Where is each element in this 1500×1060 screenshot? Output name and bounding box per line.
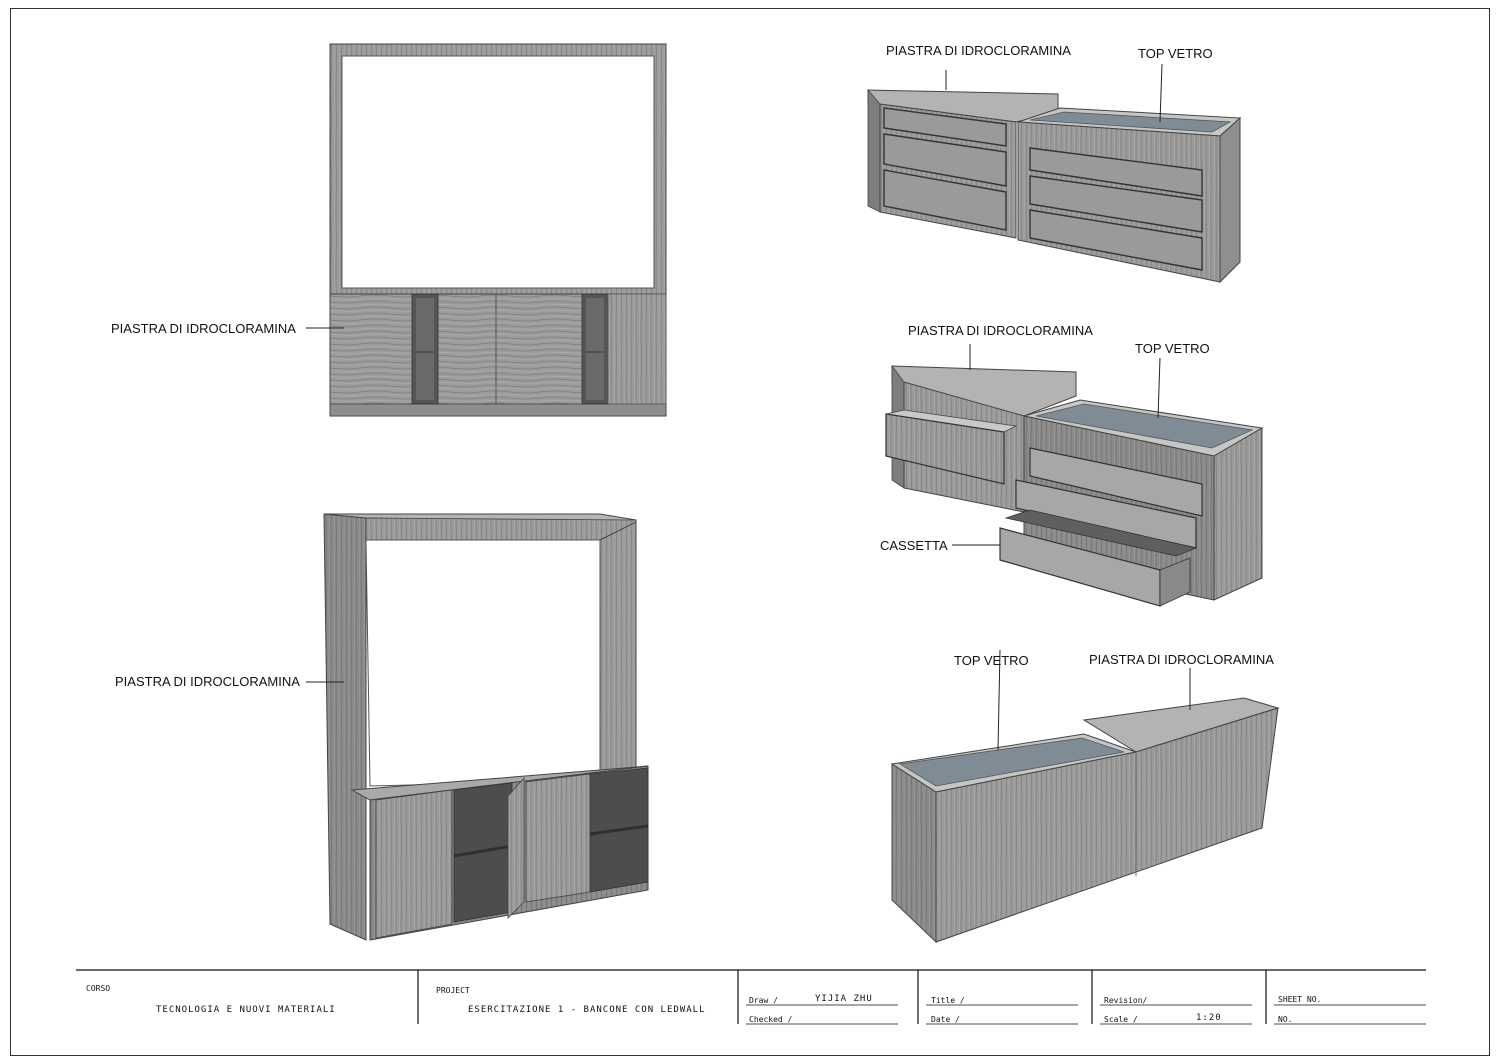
label-perspective-panel: PIASTRA DI IDROCLORAMINA — [115, 674, 300, 689]
label-counter3-panel: PIASTRA DI IDROCLORAMINA — [1089, 652, 1274, 667]
draw-value: YIJIA ZHU — [815, 994, 873, 1004]
label-counter2-panel: PIASTRA DI IDROCLORAMINA — [908, 323, 1093, 338]
number-label: NO. — [1278, 1015, 1293, 1024]
title-block — [76, 969, 1426, 1025]
label-front-panel: PIASTRA DI IDROCLORAMINA — [111, 321, 296, 336]
corso-label: CORSO — [86, 984, 111, 993]
drawing-sheet — [10, 8, 1490, 1056]
label-counter2-drawer: CASSETTA — [880, 538, 948, 553]
date-label: Date / — [931, 1015, 960, 1024]
label-counter2-top: TOP VETRO — [1135, 341, 1210, 356]
sheet-number-label: SHEET NO. — [1278, 995, 1322, 1004]
title-label: Title / — [931, 996, 965, 1005]
label-counter1-panel: PIASTRA DI IDROCLORAMINA — [886, 43, 1071, 58]
front-elevation-view — [306, 43, 667, 417]
counter-view-back — [872, 649, 1284, 944]
label-counter1-top: TOP VETRO — [1138, 46, 1213, 61]
scale-value: 1:20 — [1196, 1013, 1222, 1023]
scale-label: Scale / — [1104, 1015, 1138, 1024]
perspective-view — [306, 513, 649, 941]
project-label: PROJECT — [436, 986, 470, 995]
draw-label: Draw / — [749, 996, 778, 1005]
counter-view-closed — [867, 63, 1242, 284]
label-counter3-top: TOP VETRO — [954, 653, 1029, 668]
project-value: ESERCITAZIONE 1 - BANCONE CON LEDWALL — [468, 1005, 706, 1015]
revision-label: Revision/ — [1104, 996, 1148, 1005]
corso-value: TECNOLOGIA E NUOVI MATERIALI — [156, 1005, 336, 1015]
checked-label: Checked / — [749, 1015, 793, 1024]
counter-view-open — [885, 344, 1264, 607]
